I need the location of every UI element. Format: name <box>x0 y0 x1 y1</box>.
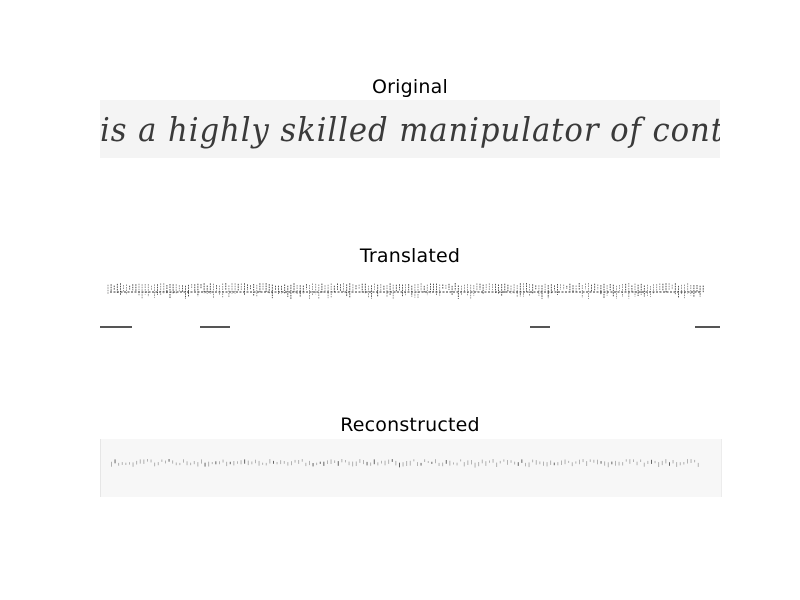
translated-panel-title: Translated <box>359 245 461 267</box>
reconstructed-stroke-pattern <box>111 459 699 468</box>
original-handwriting-text: is a highly skilled manipulator of conte… <box>100 109 720 149</box>
reconstructed-image <box>100 439 722 497</box>
reconstructed-panel-title: Reconstructed <box>340 414 480 436</box>
original-panel-title: Original <box>372 76 448 98</box>
original-handwriting-image: is a highly skilled manipulator of conte… <box>100 100 720 158</box>
translated-stroke-pattern <box>100 283 720 328</box>
translated-image <box>100 270 720 328</box>
